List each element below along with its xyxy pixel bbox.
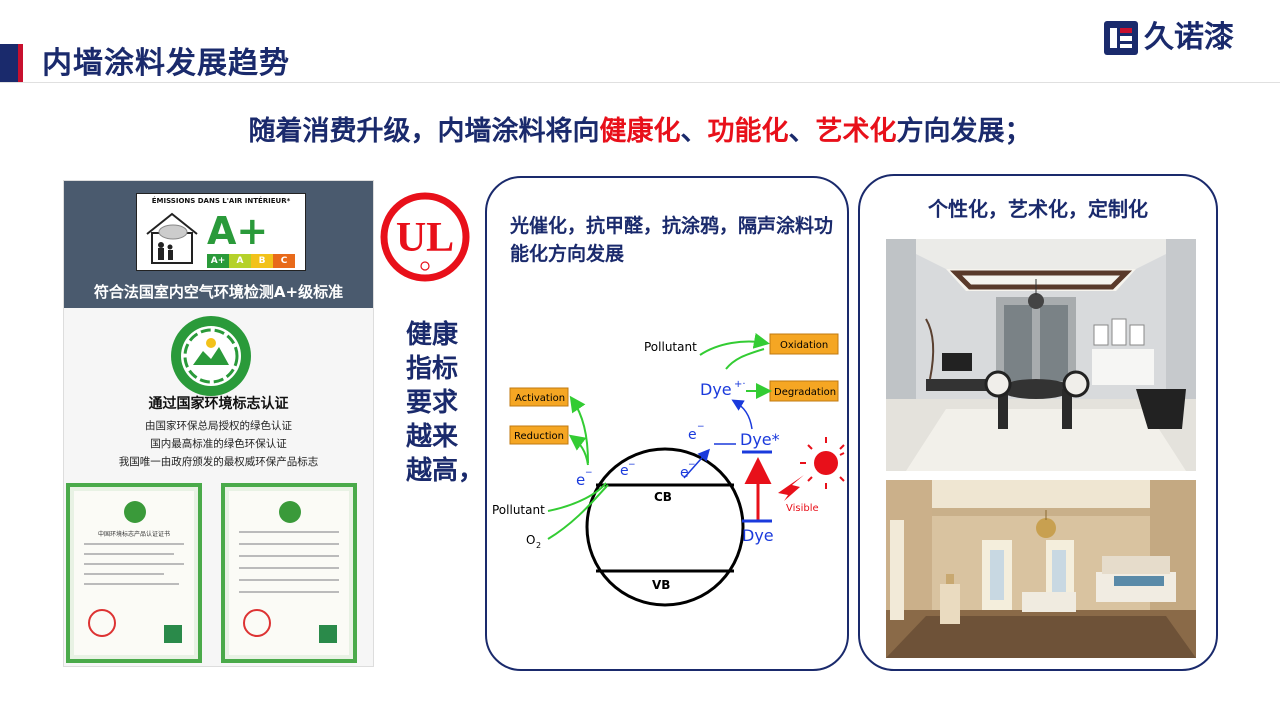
emission-label-heading: ÉMISSIONS DANS L'AIR INTÉRIEUR*	[151, 197, 291, 205]
activation-label: Activation	[515, 393, 565, 404]
svg-text:−: −	[697, 422, 705, 432]
vb-label: VB	[652, 578, 670, 592]
svg-text:−: −	[585, 468, 593, 478]
subtitle-term-art: 艺术化	[815, 116, 897, 147]
electron-cb-1: e	[620, 463, 629, 479]
certificate-document-left: 中国环境标志产品认证证书	[66, 483, 202, 663]
doc-title: 中国环境标志产品认证证书	[97, 531, 170, 538]
svg-text:−: −	[628, 460, 636, 470]
subtitle-term-health: 健康化	[599, 116, 681, 147]
pollutant-left-label: Pollutant	[492, 503, 545, 517]
health-line-3: 要求	[406, 388, 459, 418]
svg-text:−: −	[688, 460, 696, 470]
health-requirement-text: 健康 指标 要求 越来 越高，	[406, 318, 486, 488]
qr-code-icon	[319, 625, 337, 643]
brand-name: 久诺漆	[1144, 20, 1234, 55]
cert-line-3: 我国唯一由政府颁发的最权威环保产品标志	[118, 456, 319, 468]
title-accent-bar	[0, 44, 18, 82]
cb-label: CB	[654, 490, 672, 504]
dye-excited-label: Dye*	[740, 430, 780, 449]
functional-title: 光催化，抗甲醛，抗涂鸦，隔声涂料功能化方向发展	[510, 215, 834, 265]
grade-b: B	[251, 254, 273, 268]
ul-logo-text: UL	[396, 215, 454, 261]
house-icon	[146, 212, 198, 264]
degradation-label: Degradation	[774, 387, 836, 398]
subtitle-term-function: 功能化	[707, 116, 789, 147]
oxygen-subscript: 2	[536, 541, 541, 550]
visible-light-label: Visible	[786, 503, 819, 514]
electron-cb-2: e	[680, 465, 689, 481]
reduction-label: Reduction	[514, 431, 564, 442]
china-environmental-label-icon	[171, 316, 251, 396]
dye-cation-label: Dye	[700, 380, 732, 399]
health-line-5: 越高，	[406, 456, 485, 486]
sun-icon	[800, 437, 845, 489]
red-stamp-icon	[88, 609, 116, 637]
qr-code-icon	[164, 625, 182, 643]
grade-a: A	[229, 254, 251, 268]
emission-grade: A+	[207, 209, 269, 253]
dye-ground-label: Dye	[742, 526, 774, 545]
living-room-image	[886, 239, 1196, 471]
grade-c: C	[273, 254, 295, 268]
oxygen-label: O	[526, 533, 535, 547]
electron-left: e	[576, 471, 585, 489]
title-accent-stripe	[18, 44, 23, 82]
subtitle-prefix: 随着消费升级，内墙涂料将向	[248, 116, 600, 147]
subtitle: 随着消费升级，内墙涂料将向健康化、功能化、艺术化方向发展；	[0, 112, 1280, 152]
ul-logo-icon: UL	[380, 192, 470, 282]
photocatalysis-diagram: CB VB e e − − Activation Reduction e − P…	[492, 332, 845, 607]
emission-label: ÉMISSIONS DANS L'AIR INTÉRIEUR* A+ A+ A …	[136, 193, 306, 271]
cert-line-2: 国内最高标准的绿色环保认证	[150, 438, 287, 450]
brand-mark-icon	[1104, 21, 1138, 55]
cert-line-1: 由国家环保总局授权的绿色认证	[145, 420, 292, 432]
subtitle-sep1: 、	[680, 116, 708, 147]
pollutant-top-label: Pollutant	[644, 340, 697, 354]
certificate-panel: ÉMISSIONS DANS L'AIR INTÉRIEUR* A+ A+ A …	[63, 180, 374, 667]
health-line-4: 越来	[406, 422, 459, 452]
oxidation-label: Oxidation	[780, 340, 828, 351]
page-title: 内墙涂料发展趋势	[42, 46, 290, 81]
cert-heading: 通过国家环境标志认证	[148, 396, 289, 412]
subtitle-sep2: 、	[788, 116, 816, 147]
art-title: 个性化，艺术化，定制化	[928, 197, 1148, 221]
red-stamp-icon	[243, 609, 271, 637]
health-line-2: 指标	[406, 354, 459, 384]
bedroom-image	[886, 480, 1196, 658]
emission-caption: 符合法国室内空气环境检测A+级标准	[93, 283, 344, 301]
certificate-document-right	[221, 483, 357, 663]
emission-banner: ÉMISSIONS DANS L'AIR INTÉRIEUR* A+ A+ A …	[64, 181, 373, 308]
lightning-icon	[778, 475, 804, 501]
subtitle-suffix: 方向发展；	[896, 116, 1032, 147]
dye-cation-sup: +·	[734, 379, 746, 390]
grade-a-plus: A+	[207, 254, 229, 268]
electron-mid: e	[688, 427, 697, 443]
emission-grade-scale: A+ A B C	[207, 254, 295, 268]
health-line-1: 健康	[406, 320, 459, 350]
title-divider	[0, 82, 1280, 83]
brand-logo: 久诺漆	[1104, 20, 1234, 56]
